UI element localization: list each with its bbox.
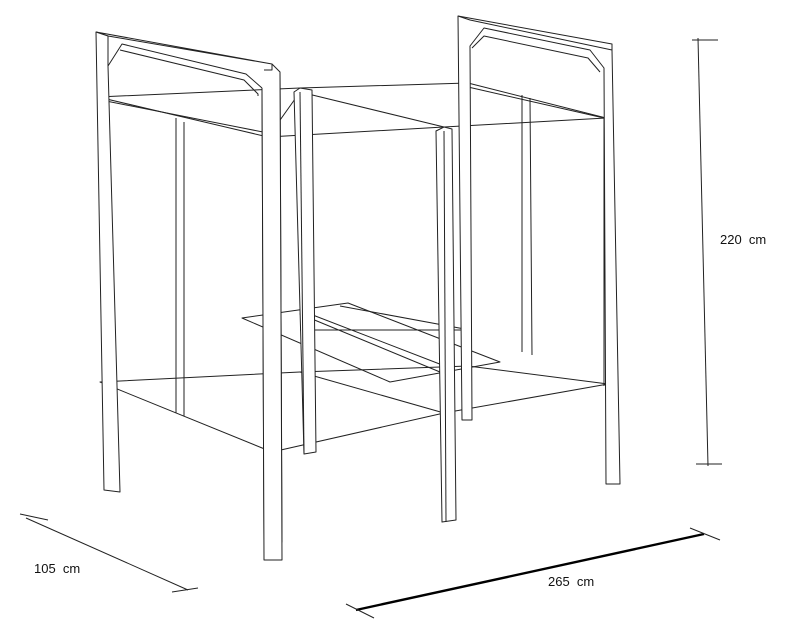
right-arch-gate (457, 15, 621, 485)
depth-dimension (19, 513, 199, 593)
width-label: 265 cm (548, 574, 594, 589)
left-arch-gate (95, 31, 283, 561)
depth-label: 105 cm (34, 561, 80, 576)
height-label: 220 cm (720, 232, 766, 247)
center-posts (293, 87, 457, 523)
side-panels (105, 95, 605, 416)
height-dimension (692, 37, 722, 467)
width-dimension (345, 527, 721, 619)
